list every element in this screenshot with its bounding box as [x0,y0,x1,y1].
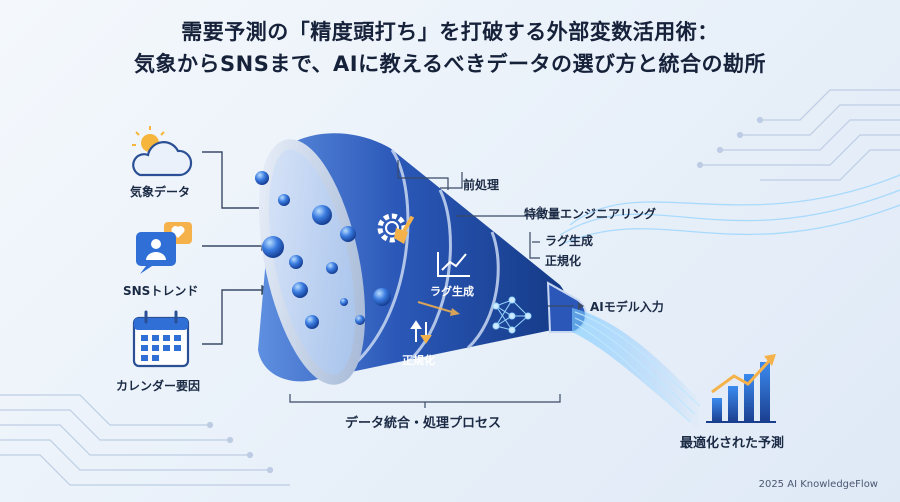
title-line-1: 需要予測の「精度頭打ち」を打破する外部変数活用術： [181,20,719,44]
label-lag-generation: ラグ生成 [545,234,594,248]
funnel-label-norm: 正規化 [402,354,435,367]
output-stream [572,308,701,430]
label-calendar-factors: カレンダー要因 [116,379,201,393]
label-weather-data: 気象データ [130,185,191,199]
neural-network-icon [492,296,532,334]
label-ai-model-input: AIモデル入力 [590,300,664,314]
funnel-label-lag: ラグ生成 [430,285,474,298]
output-label: 最適化された予測 [680,436,785,451]
stage-bracket [289,160,584,408]
circuit-lines-left [0,394,290,486]
label-feature-engineering: 特徴量エンジニアリング [524,207,657,221]
gear-brush-icon [377,213,415,244]
normalize-icon [410,320,432,344]
label-normalization: 正規化 [545,254,582,268]
forecast-chart-icon [706,354,776,423]
flow-arrows [417,301,460,316]
label-preprocessing: 前処理 [463,178,500,192]
data-spheres [255,171,391,329]
page-title: 需要予測の「精度頭打ち」を打破する外部変数活用術： 気象からSNSまで、AIに教… [0,16,900,80]
trend-chart-icon [437,252,470,277]
sns-trend-icon [136,222,192,274]
weather-icon [132,126,193,177]
light-waves [559,174,900,246]
footer-credit: 2025 AI KnowledgeFlow [758,479,878,490]
process-label: データ統合・処理プロセス [345,416,502,431]
label-sns-trend: SNSトレンド [123,284,199,298]
calendar-icon [132,310,190,368]
circuit-lines-right [696,89,900,181]
title-line-2: 気象からSNSまで、AIに教えるべきデータの選び方と統合の勘所 [134,52,766,76]
